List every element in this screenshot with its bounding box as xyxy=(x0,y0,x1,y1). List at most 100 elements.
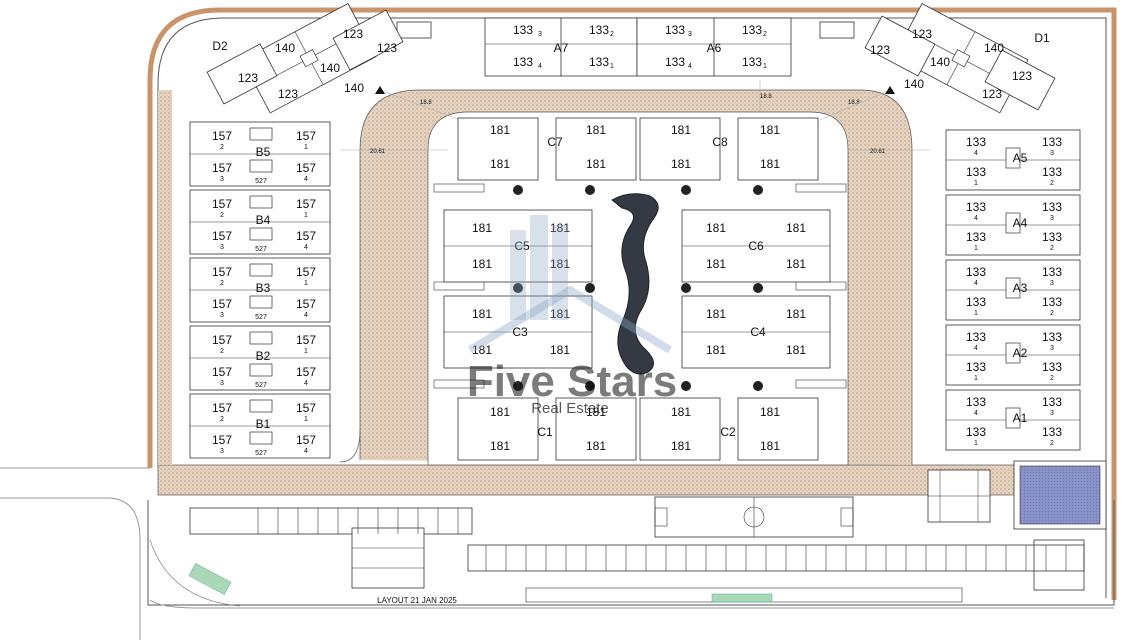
unit-label: 123 xyxy=(238,71,258,85)
bench-icon xyxy=(433,183,485,193)
unit-label: 181 xyxy=(760,157,780,171)
tree-icon xyxy=(681,381,691,391)
unit-sub: 4 xyxy=(304,244,308,251)
unit-label: 181 xyxy=(586,157,606,171)
unit-label: 123 xyxy=(278,87,298,101)
unit-sub: 4 xyxy=(304,312,308,319)
layout-date-label: LAYOUT 21 JAN 2025 xyxy=(377,596,457,605)
building-label: C4 xyxy=(750,325,766,339)
building-label: C8 xyxy=(712,135,728,149)
building-label: D1 xyxy=(1034,31,1050,45)
unit-label: 157 xyxy=(296,333,316,347)
swimming-pool xyxy=(1013,460,1107,530)
unit-sub: 3 xyxy=(220,244,224,251)
unit-label: 133 xyxy=(1042,360,1062,374)
core-area-label: 527 xyxy=(255,382,267,389)
unit-label: 181 xyxy=(786,257,806,271)
unit-label: 181 xyxy=(706,343,726,357)
bench-icon xyxy=(795,281,847,291)
building-label: C7 xyxy=(547,135,563,149)
unit-sub: 4 xyxy=(974,215,978,222)
unit-label: 181 xyxy=(490,157,510,171)
unit-sub: 1 xyxy=(974,245,978,252)
unit-label: 133 xyxy=(1042,265,1062,279)
unit-sub: 1 xyxy=(304,416,308,423)
unit-label: 157 xyxy=(212,229,232,243)
unit-sub: 1 xyxy=(974,310,978,317)
unit-label: 133 xyxy=(665,55,685,69)
unit-sub: 3 xyxy=(220,380,224,387)
unit-label: 123 xyxy=(1012,69,1032,83)
bench-icon xyxy=(795,379,847,389)
unit-label: 157 xyxy=(212,297,232,311)
core-area-label: 527 xyxy=(255,314,267,321)
unit-sub: 2 xyxy=(1050,245,1054,252)
unit-label: 181 xyxy=(786,221,806,235)
lift-core-icon xyxy=(249,127,273,141)
unit-label: 181 xyxy=(671,439,691,453)
tree-icon xyxy=(585,381,595,391)
building-label: B4 xyxy=(256,213,271,227)
unit-label: 157 xyxy=(212,129,232,143)
unit-label: 133 xyxy=(742,55,762,69)
building-label: C3 xyxy=(512,325,528,339)
building-label: A3 xyxy=(1013,281,1028,295)
building-a6: 133 3 133 2 A6 133 4 133 1 xyxy=(636,17,792,77)
sports-courts xyxy=(654,469,991,538)
unit-label: 157 xyxy=(212,401,232,415)
unit-label: 181 xyxy=(472,307,492,321)
unit-label: 181 xyxy=(706,221,726,235)
watermark: Five Stars Real Estate xyxy=(467,215,677,417)
unit-label: 133 xyxy=(966,265,986,279)
unit-label: 181 xyxy=(586,439,606,453)
unit-label: 157 xyxy=(296,197,316,211)
unit-label: 133 xyxy=(1042,200,1062,214)
lift-core-icon xyxy=(249,159,273,173)
unit-sub: 2 xyxy=(1050,440,1054,447)
building-label: A1 xyxy=(1013,411,1028,425)
unit-label: 157 xyxy=(296,365,316,379)
bench-icon xyxy=(433,281,485,291)
unit-sub: 1 xyxy=(304,144,308,151)
unit-sub: 1 xyxy=(974,180,978,187)
unit-label: 133 xyxy=(1042,295,1062,309)
unit-sub: 3 xyxy=(538,31,542,38)
unit-label: 181 xyxy=(472,221,492,235)
building-c-side: 181 181 181 181 C5 181 181 181 181 C3 18… xyxy=(443,209,831,369)
unit-label: 181 xyxy=(671,405,691,419)
unit-label: 181 xyxy=(786,307,806,321)
unit-label: 133 xyxy=(589,23,609,37)
lift-core-icon xyxy=(249,331,273,345)
unit-label: 181 xyxy=(550,307,570,321)
road-mark-a: 20.61 xyxy=(370,149,386,155)
building-label: B1 xyxy=(256,417,271,431)
unit-sub: 3 xyxy=(220,448,224,455)
unit-label: 133 xyxy=(513,23,533,37)
unit-sub: 3 xyxy=(220,312,224,319)
core-area-label: 527 xyxy=(255,450,267,457)
bench-icon xyxy=(433,379,485,389)
unit-label: 133 xyxy=(966,230,986,244)
unit-label: 157 xyxy=(212,433,232,447)
unit-sub: 3 xyxy=(1050,345,1054,352)
tree-icon xyxy=(681,185,691,195)
unit-label: 181 xyxy=(550,221,570,235)
unit-label: 140 xyxy=(984,41,1004,55)
unit-sub: 4 xyxy=(304,448,308,455)
unit-sub: 3 xyxy=(220,176,224,183)
unit-label: 133 xyxy=(1042,165,1062,179)
lift-core-icon xyxy=(249,263,273,277)
unit-label: 123 xyxy=(343,27,363,41)
unit-label: 181 xyxy=(550,257,570,271)
lift-core-icon xyxy=(249,363,273,377)
unit-label: 140 xyxy=(930,55,950,69)
unit-label: 133 xyxy=(966,165,986,179)
unit-label: 123 xyxy=(870,43,890,57)
